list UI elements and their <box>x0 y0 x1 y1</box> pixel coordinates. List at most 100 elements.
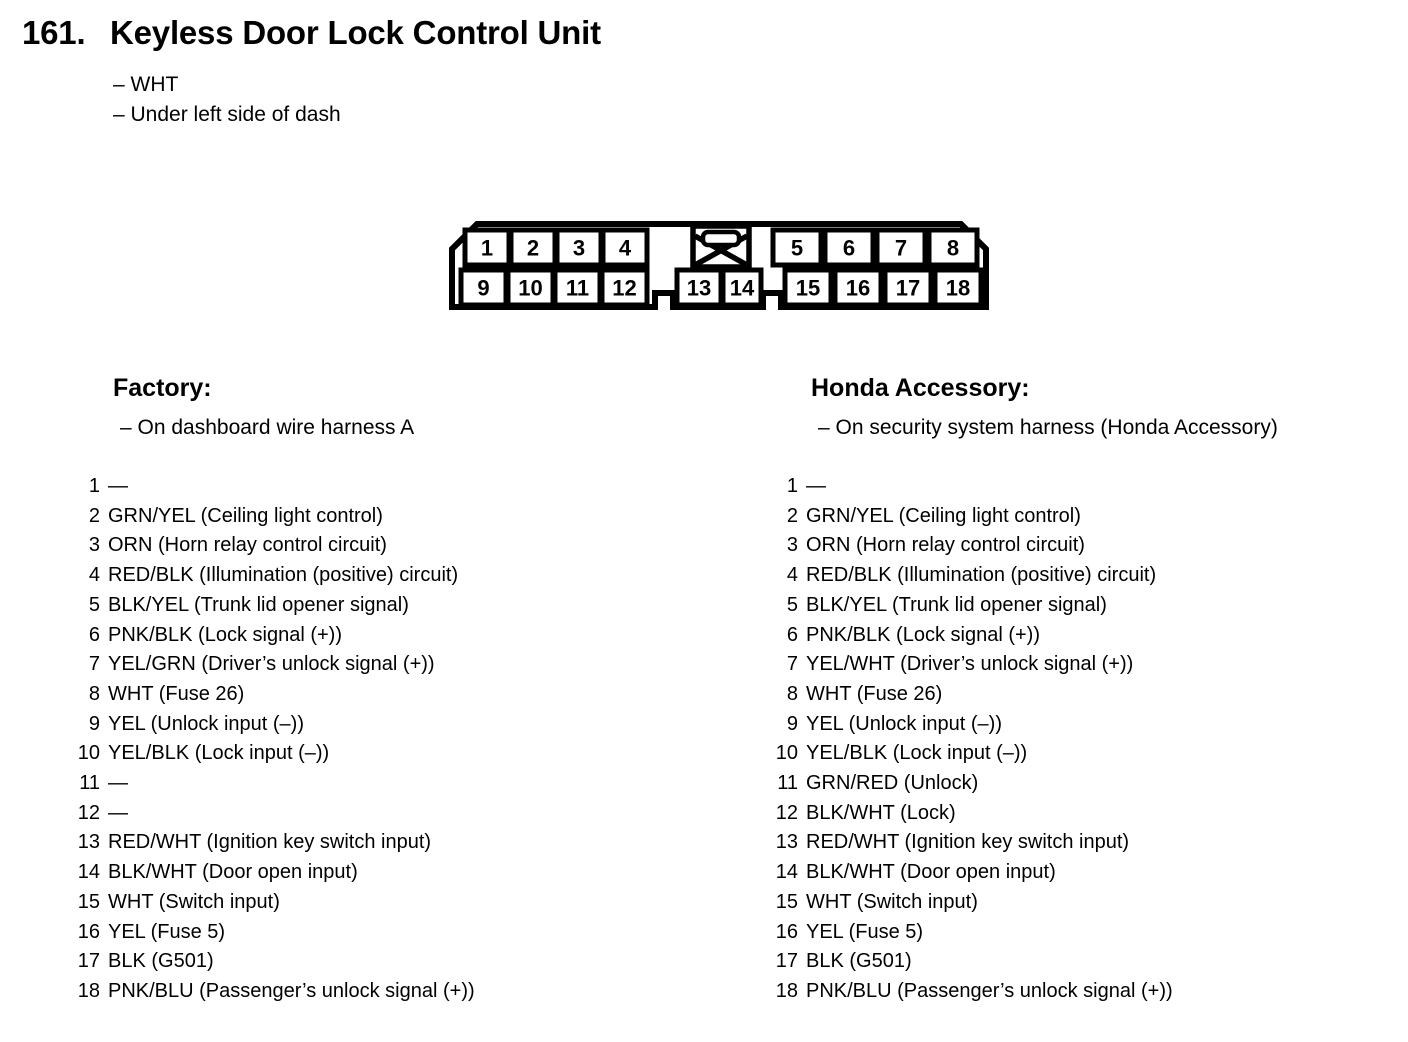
pin-row: 1— <box>768 472 1173 502</box>
pin-number: 17 <box>77 950 100 973</box>
pin-number: 1 <box>786 475 798 497</box>
connector-pin-cell <box>822 227 876 268</box>
pin-number: 12 <box>775 801 798 824</box>
title-notes: – WHT – Under left side of dash <box>113 70 341 130</box>
connector-pin-number: 18 <box>946 276 970 301</box>
pin-description: ORN (Horn relay control circuit) <box>108 534 387 557</box>
pin-number: 16 <box>775 920 798 943</box>
pin-description: WHT (Fuse 26) <box>108 682 245 705</box>
pin-description: YEL (Fuse 5) <box>108 920 226 943</box>
pin-description: YEL/GRN (Driver’s unlock signal (+)) <box>108 653 435 676</box>
page-title: 161.Keyless Door Lock Control Unit <box>22 14 601 52</box>
pin-number: 15 <box>775 890 798 913</box>
pin-row: 11 GRN/RED (Unlock) <box>768 769 1173 799</box>
connector-pin-number: 5 <box>791 236 803 261</box>
connector-pin-number: 14 <box>730 276 755 301</box>
pin-number: 14 <box>77 861 100 884</box>
pin-number: 1 <box>88 475 100 497</box>
connector-pin-number: 2 <box>527 236 539 261</box>
pin-description: RED/WHT (Ignition key switch input) <box>806 831 1130 854</box>
connector-pin-cell <box>599 267 650 308</box>
pin-number: 11 <box>79 772 100 795</box>
pin-number: 5 <box>786 593 798 616</box>
pin-description: PNK/BLU (Passenger’s unlock signal (+)) <box>806 979 1173 1002</box>
pin-description: BLK/YEL (Trunk lid opener signal) <box>806 593 1107 616</box>
section-title: Keyless Door Lock Control Unit <box>110 14 601 51</box>
connector-pin-number: 13 <box>687 276 711 301</box>
pin-row: 18 PNK/BLU (Passenger’s unlock signal (+)… <box>70 977 475 1007</box>
pin-description: WHT (Switch input) <box>806 890 978 913</box>
pin-number: 11 <box>777 772 798 795</box>
pin-description: YEL/BLK (Lock input (–)) <box>108 742 330 765</box>
pin-description: — <box>108 772 128 795</box>
pin-number: 5 <box>88 593 100 616</box>
pin-description: GRN/RED (Unlock) <box>806 772 979 795</box>
honda-accessory-column: Honda Accessory: – On security system ha… <box>768 374 1400 1002</box>
honda-accessory-heading: Honda Accessory: <box>811 374 1030 402</box>
pin-number: 9 <box>786 712 798 735</box>
connector-pin-cell <box>600 227 650 268</box>
connector-pin-cell <box>782 267 834 308</box>
pin-number: 13 <box>775 831 798 854</box>
pin-row: 8 WHT (Fuse 26) <box>70 680 475 710</box>
pin-number: 12 <box>77 801 100 824</box>
pin-number: 4 <box>88 564 100 587</box>
connector-pin-cell <box>926 227 980 268</box>
unit-color-note: – WHT <box>113 73 179 96</box>
pin-description: YEL (Unlock input (–)) <box>806 712 1002 735</box>
pin-row: 2 GRN/YEL (Ceiling light control) <box>768 502 1173 532</box>
connector-pin-cell <box>770 227 824 268</box>
pin-number: 16 <box>77 920 100 943</box>
pin-number: 14 <box>775 861 798 884</box>
pin-number: 10 <box>775 742 798 765</box>
pin-row: 13 RED/WHT (Ignition key switch input) <box>768 828 1173 858</box>
pin-number: 7 <box>786 653 798 676</box>
pin-number: 4 <box>786 564 798 587</box>
pin-row: 15 WHT (Switch input) <box>768 888 1173 918</box>
pin-number: 2 <box>786 504 798 527</box>
connector-pin-cell <box>458 267 509 308</box>
pin-description: PNK/BLU (Passenger’s unlock signal (+)) <box>108 979 475 1002</box>
connector-pin-number: 7 <box>895 236 907 261</box>
pin-description: RED/BLK (Illumination (positive) circuit… <box>806 564 1157 587</box>
pin-row: 5 BLK/YEL (Trunk lid opener signal) <box>768 591 1173 621</box>
pin-row: 12 — <box>70 799 475 829</box>
pin-description: GRN/YEL (Ceiling light control) <box>806 504 1081 527</box>
pin-description: ORN (Horn relay control circuit) <box>806 534 1085 557</box>
pin-row: 4 RED/BLK (Illumination (positive) circui… <box>70 561 475 591</box>
connector-pin-number: 16 <box>846 276 870 301</box>
pin-description: RED/BLK (Illumination (positive) circuit… <box>108 564 459 587</box>
pin-number: 8 <box>88 682 100 705</box>
pin-row: 14 BLK/WHT (Door open input) <box>768 858 1173 888</box>
pin-description: RED/WHT (Ignition key switch input) <box>108 831 432 854</box>
pin-description: — <box>108 801 128 824</box>
pin-number: 6 <box>88 623 100 646</box>
connector-pin-number: 1 <box>481 236 493 261</box>
pin-description: YEL/BLK (Lock input (–)) <box>806 742 1028 765</box>
pin-description: BLK/WHT (Door open input) <box>806 861 1056 884</box>
connector-pin-number: 8 <box>947 236 959 261</box>
connector-pin-number: 4 <box>619 236 632 261</box>
pin-description: — <box>806 475 826 497</box>
pin-number: 18 <box>77 979 100 1002</box>
pin-description: BLK/YEL (Trunk lid opener signal) <box>108 593 409 616</box>
pin-number: 2 <box>88 504 100 527</box>
connector-pin-cell <box>882 267 934 308</box>
